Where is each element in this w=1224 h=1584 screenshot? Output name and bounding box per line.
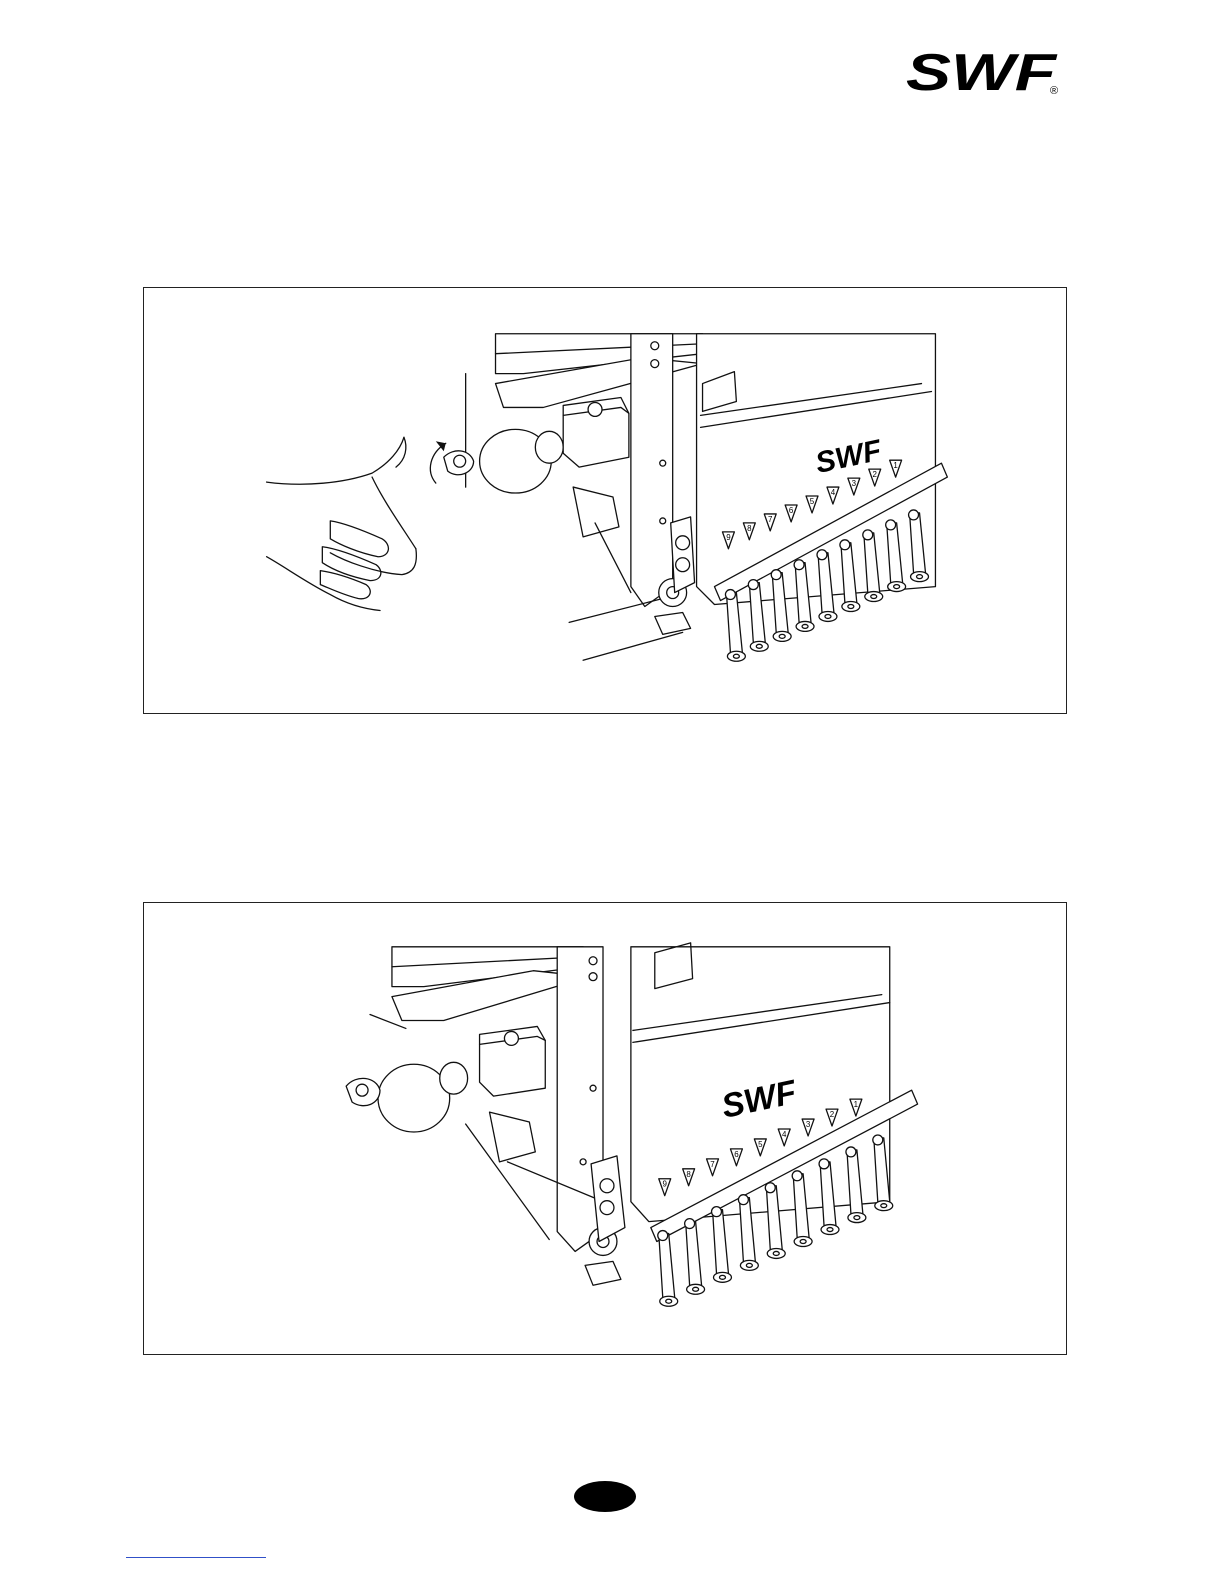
needle-number-label: 9: [726, 533, 731, 542]
needle-number-label: 6: [789, 506, 794, 515]
needle-number-label: 2: [830, 1110, 835, 1119]
take-up-lever: [712, 1207, 732, 1283]
needle-number-label: 2: [873, 470, 878, 479]
needle-number-label: 7: [710, 1160, 715, 1169]
brand-logo-text: SWF: [906, 44, 1058, 96]
swf-logo-icon: SWF ®: [904, 44, 1068, 96]
page-number-oval-icon: [574, 1481, 636, 1512]
take-up-lever: [685, 1219, 705, 1295]
needle-number-label: 4: [782, 1130, 787, 1139]
machine-head-frame: [346, 947, 625, 1285]
hand-illustration: [267, 437, 417, 610]
needle-number-label: 7: [768, 515, 773, 524]
registered-mark: ®: [1050, 85, 1058, 96]
needle-number-label: 1: [854, 1100, 859, 1109]
needle-number-label: 9: [663, 1180, 668, 1189]
machine-head-frame: [444, 334, 703, 660]
take-up-lever: [658, 1231, 678, 1307]
needle-number-label: 1: [893, 461, 898, 470]
needle-number-label: 8: [686, 1170, 691, 1179]
needle-number-label: 6: [734, 1150, 739, 1159]
footer-rule: [126, 1557, 266, 1558]
needle-number-label: 4: [831, 488, 836, 497]
needle-number-label: 3: [852, 479, 857, 488]
needle-number-label: 5: [810, 497, 815, 506]
needle-number-label: 8: [747, 524, 752, 533]
needle-number-label: 3: [806, 1120, 811, 1129]
needle-number-label: 5: [758, 1140, 763, 1149]
